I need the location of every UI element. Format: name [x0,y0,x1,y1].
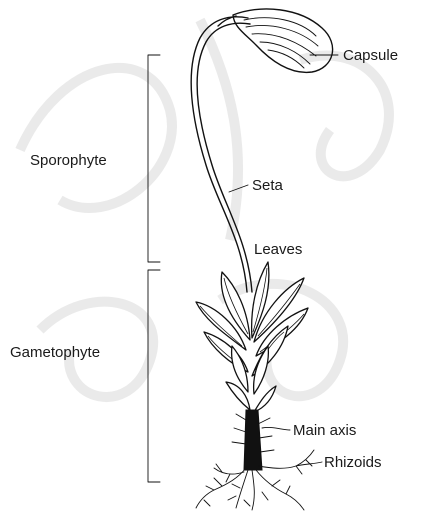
seta-label: Seta [252,177,284,194]
capsule-label: Capsule [343,47,398,64]
main-axis-leader [262,427,290,430]
main-axis [232,410,274,470]
main-axis-label: Main axis [293,422,356,439]
gametophyte-label: Gametophyte [10,344,100,361]
capsule [218,9,333,72]
sporophyte-label: Sporophyte [30,152,107,169]
leaves-label: Leaves [254,241,302,258]
gametophyte-bracket [148,270,160,482]
rhizoids-label: Rhizoids [324,454,382,471]
watermark [20,20,389,397]
